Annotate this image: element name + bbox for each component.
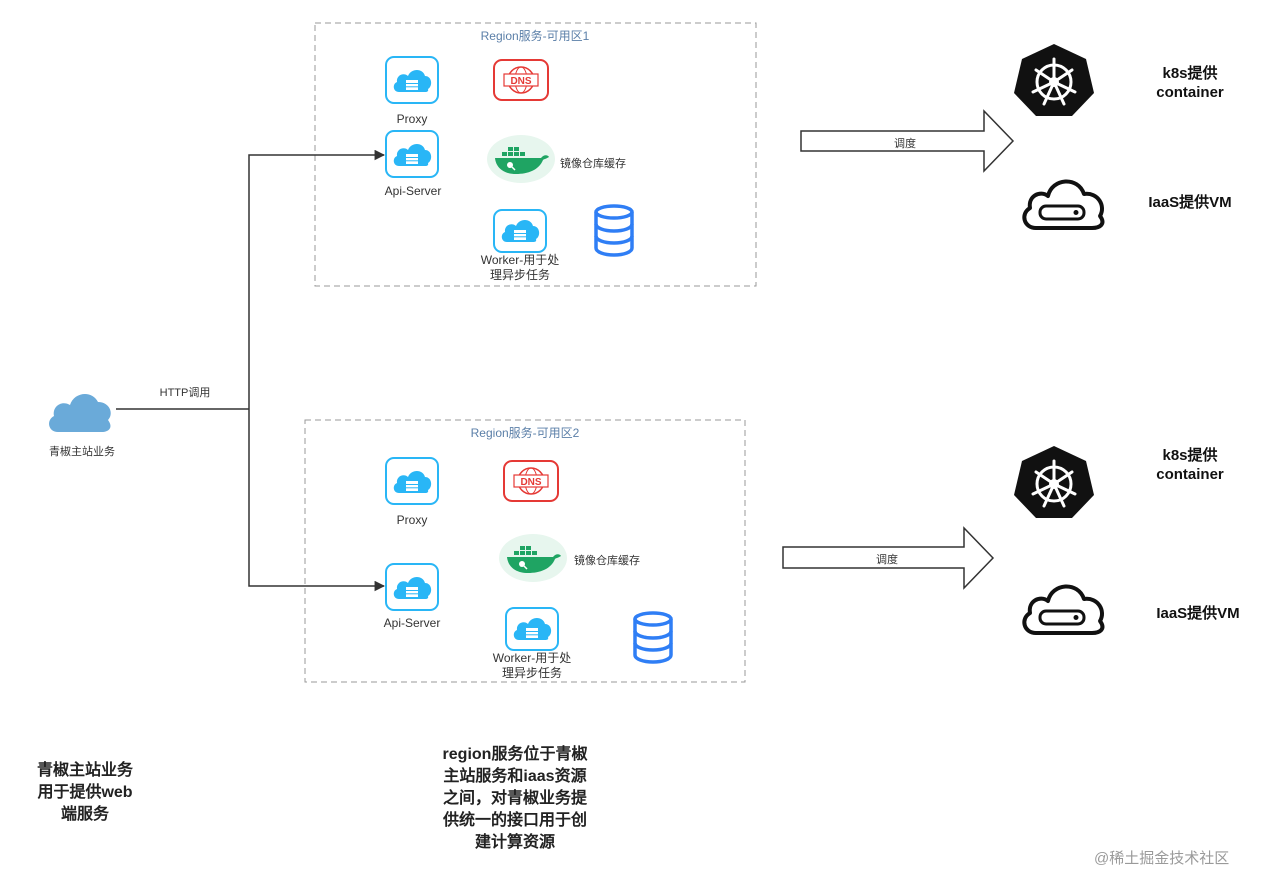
dispatch-label: 调度 bbox=[876, 554, 898, 566]
worker-label-line: Worker-用于处 bbox=[480, 253, 560, 267]
database-icon[interactable] bbox=[631, 610, 675, 664]
database-icon[interactable] bbox=[592, 203, 636, 257]
server-cloud-icon[interactable] bbox=[385, 457, 439, 505]
worker-label-line: Worker-用于处 bbox=[492, 651, 572, 665]
k8s-label: k8s提供 container bbox=[1135, 64, 1245, 102]
k8s-label-line: container bbox=[1156, 466, 1224, 483]
region-frame-1 bbox=[314, 22, 757, 287]
worker-label-line: 理异步任务 bbox=[501, 666, 562, 680]
http-call-label: HTTP调用 bbox=[159, 387, 211, 399]
kubernetes-helm-icon bbox=[1014, 44, 1094, 116]
note-line: 用于提供web bbox=[37, 784, 133, 801]
watermark: @稀土掘金技术社区 bbox=[1094, 850, 1230, 867]
note-line: 建计算资源 bbox=[474, 834, 555, 851]
note-line: region服务位于青椒 bbox=[442, 746, 588, 763]
note-line: 主站服务和iaas资源 bbox=[443, 768, 587, 785]
iaas-label: IaaS提供VM bbox=[1148, 194, 1232, 211]
server-cloud-icon[interactable] bbox=[505, 607, 559, 651]
dns-icon[interactable]: DNS bbox=[503, 460, 559, 502]
region-description-note: region服务位于青椒 主站服务和iaas资源 之间，对青椒业务提 供统一的接… bbox=[410, 744, 620, 854]
dispatch-arrow-2 bbox=[782, 526, 995, 590]
svg-text:DNS: DNS bbox=[510, 76, 531, 87]
main-site-label: 青椒主站业务 bbox=[49, 446, 115, 458]
main-site-note: 青椒主站业务 用于提供web 端服务 bbox=[10, 760, 160, 826]
vm-cloud-icon bbox=[1022, 179, 1105, 230]
worker-label-line: 理异步任务 bbox=[489, 268, 550, 282]
docker-whale-icon[interactable] bbox=[498, 533, 568, 583]
worker-label: Worker-用于处 理异步任务 bbox=[482, 651, 582, 681]
api-server-label: Api-Server bbox=[383, 616, 441, 630]
dispatch-label: 调度 bbox=[894, 138, 916, 150]
iaas-label: IaaS提供VM bbox=[1156, 605, 1240, 622]
connector-to-region-2 bbox=[248, 409, 386, 592]
docker-whale-icon[interactable] bbox=[486, 134, 556, 184]
region-2-title: Region服务-可用区2 bbox=[470, 426, 580, 440]
proxy-label: Proxy bbox=[396, 112, 428, 126]
region-1-title: Region服务-可用区1 bbox=[480, 29, 590, 43]
note-line: 端服务 bbox=[60, 806, 109, 823]
k8s-label-line: container bbox=[1156, 84, 1224, 101]
kubernetes-helm-icon bbox=[1014, 446, 1094, 518]
vm-cloud-icon bbox=[1022, 584, 1105, 635]
worker-label: Worker-用于处 理异步任务 bbox=[470, 253, 570, 283]
note-line: 供统一的接口用于创 bbox=[442, 812, 587, 829]
note-line: 之间，对青椒业务提 bbox=[442, 790, 587, 807]
svg-text:DNS: DNS bbox=[520, 477, 541, 488]
server-cloud-icon[interactable] bbox=[385, 563, 439, 611]
k8s-label-line: k8s提供 bbox=[1162, 447, 1218, 464]
k8s-label-line: k8s提供 bbox=[1162, 65, 1218, 82]
proxy-label: Proxy bbox=[396, 513, 428, 527]
note-line: 青椒主站业务 bbox=[36, 762, 133, 779]
server-cloud-icon[interactable] bbox=[493, 209, 547, 253]
api-server-label: Api-Server bbox=[384, 184, 442, 198]
region-frame-2 bbox=[304, 419, 746, 683]
k8s-label: k8s提供 container bbox=[1135, 446, 1245, 484]
server-cloud-icon[interactable] bbox=[385, 56, 439, 104]
connector-to-region-1 bbox=[248, 149, 386, 409]
registry-cache-label: 镜像仓库缓存 bbox=[560, 158, 626, 170]
dispatch-arrow-1 bbox=[800, 109, 1015, 173]
registry-cache-label: 镜像仓库缓存 bbox=[574, 555, 640, 567]
server-cloud-icon[interactable] bbox=[385, 130, 439, 178]
cloud-icon bbox=[49, 394, 111, 432]
dns-icon[interactable]: DNS bbox=[493, 59, 549, 101]
